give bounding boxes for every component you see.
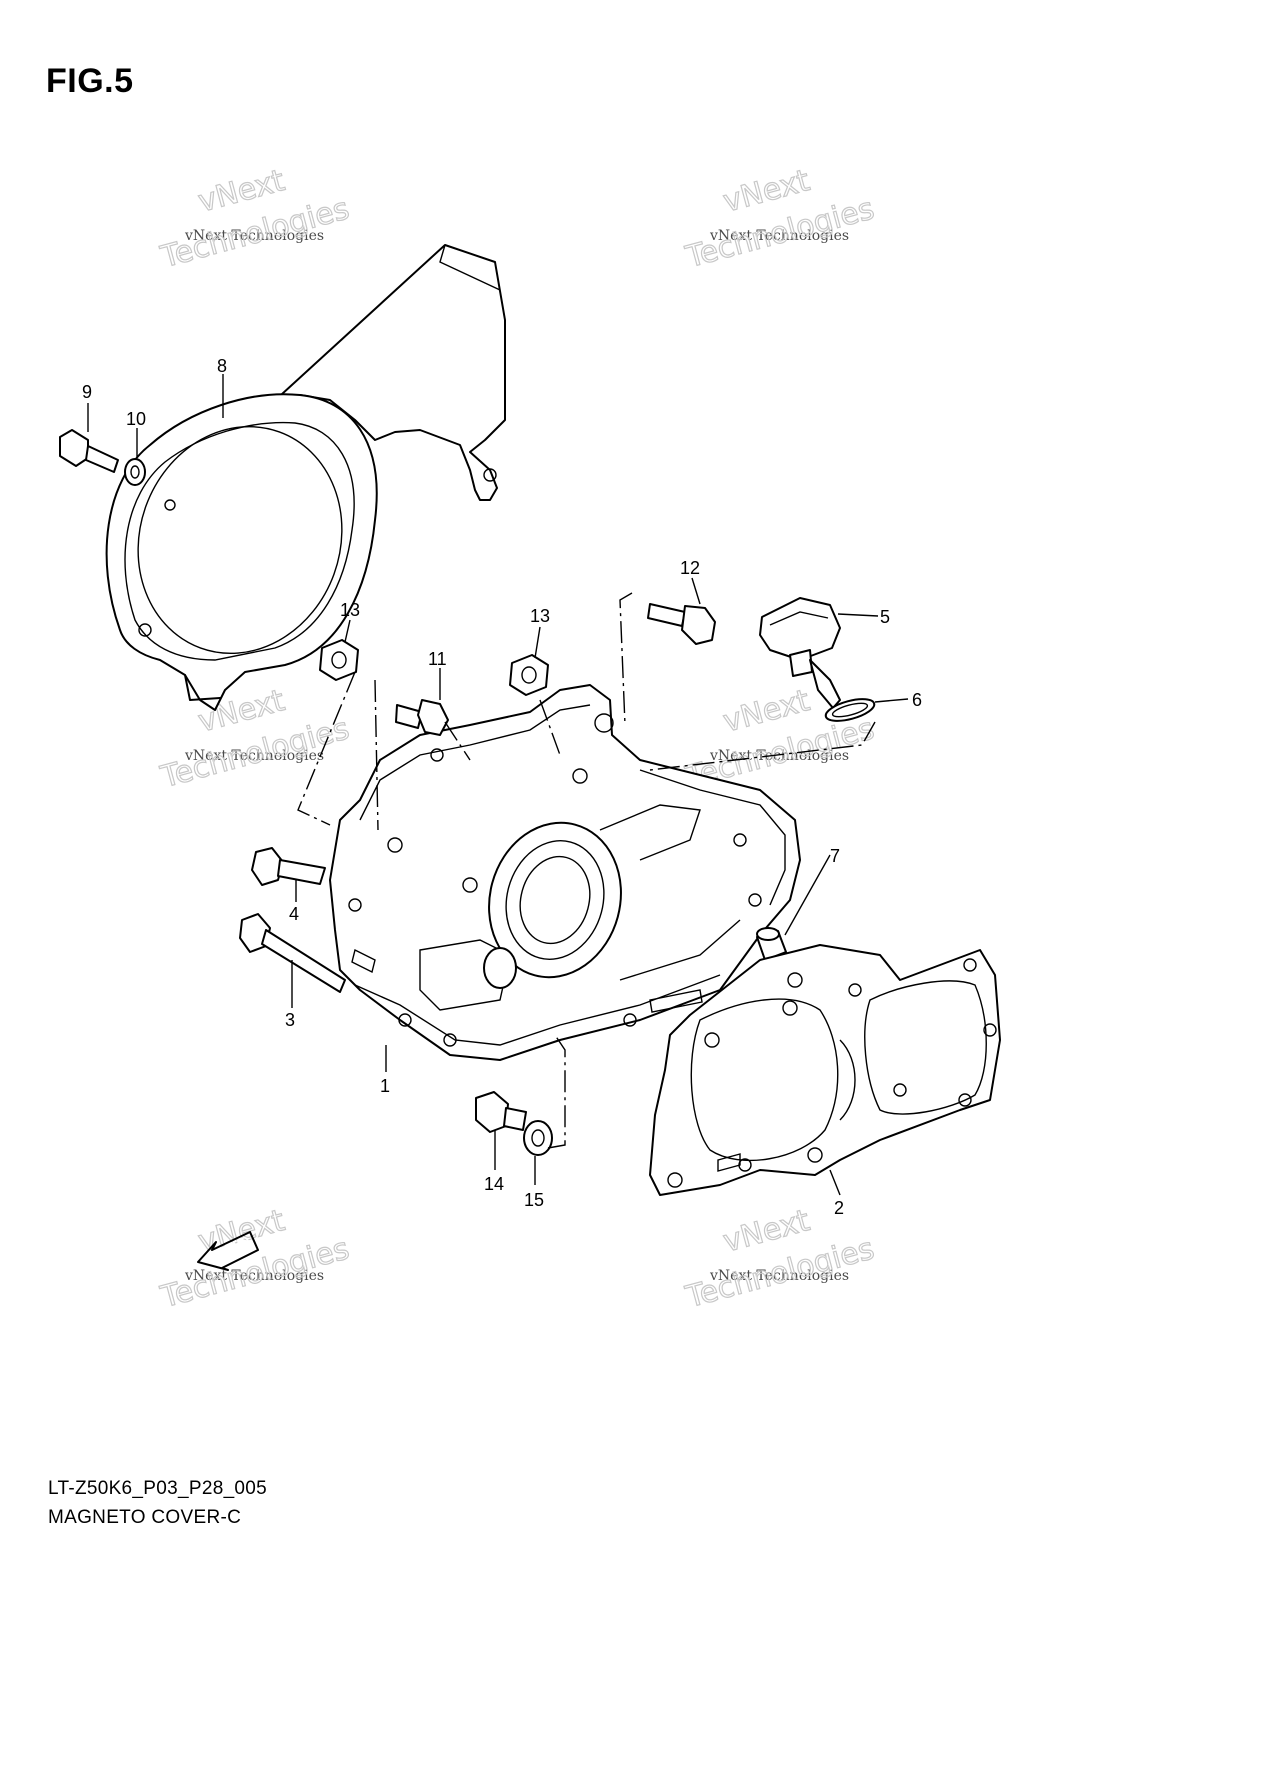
dowel-pin-part-7 [756, 927, 787, 961]
svg-text:vNext Technologies: vNext Technologies [709, 228, 849, 244]
watermark-mid-left: vNext vNext Technologies Technologies [156, 682, 353, 795]
part-label-12: 12 [680, 558, 700, 578]
leader-lines [87, 374, 909, 1196]
part-label-10: 10 [126, 409, 146, 429]
part-label-8: 8 [217, 356, 227, 376]
bolt-part-3 [239, 913, 346, 993]
part-label-1: 1 [380, 1076, 390, 1096]
svg-text:vNext Technologies: vNext Technologies [184, 1268, 324, 1284]
part-label-2: 2 [834, 1198, 844, 1218]
svg-text:vNext Technologies: vNext Technologies [709, 1268, 849, 1284]
part-label-13-left: 13 [340, 600, 360, 620]
figure-title: FIG.5 [46, 62, 134, 100]
o-ring-part-6 [824, 698, 876, 722]
part-label-7: 7 [830, 846, 840, 866]
part-label-15: 15 [524, 1190, 544, 1210]
washer-part-15 [523, 1120, 553, 1156]
nut-part-13-right [509, 654, 549, 696]
watermark-top-right: vNext vNext Technologies Technologies [681, 162, 878, 275]
part-labels: 8 9 10 13 13 11 12 5 6 7 4 3 1 14 15 2 [82, 356, 922, 1218]
diagram-name: MAGNETO COVER-C [48, 1507, 242, 1528]
part-label-4: 4 [289, 904, 299, 924]
drain-bolt-part-14 [475, 1091, 527, 1133]
oil-filler-cap-part-5 [759, 597, 841, 709]
bolt-part-9 [59, 429, 119, 473]
diagram-code: LT-Z50K6_P03_P28_005 [48, 1478, 268, 1499]
gasket-part-2 [649, 944, 1001, 1196]
washer-part-10 [124, 458, 146, 486]
part-label-11: 11 [428, 649, 447, 669]
svg-text:vNext Technologies: vNext Technologies [184, 228, 324, 244]
bolt-part-4 [251, 847, 326, 886]
svg-text:vNext Technologies: vNext Technologies [709, 748, 849, 764]
part-label-9: 9 [82, 382, 92, 402]
bolt-part-11 [395, 699, 449, 736]
assembly-lines [297, 592, 876, 1149]
watermark-bottom-right: vNext vNext Technologies Technologies [681, 1202, 878, 1315]
magneto-cover-part-8 [105, 244, 506, 711]
bolt-part-12 [647, 603, 716, 645]
svg-text:vNext Technologies: vNext Technologies [184, 748, 324, 764]
part-label-3: 3 [285, 1010, 295, 1030]
part-label-13-right: 13 [530, 606, 550, 626]
crankcase-cover-part-1 [329, 684, 801, 1061]
watermark-top-left: vNext vNext Technologies Technologies [156, 162, 353, 275]
nut-part-13-left [319, 639, 359, 681]
part-label-6: 6 [912, 690, 922, 710]
part-label-5: 5 [880, 607, 890, 627]
part-label-14: 14 [484, 1174, 504, 1194]
watermark-bottom-left: vNext vNext Technologies Technologies [156, 1202, 353, 1315]
